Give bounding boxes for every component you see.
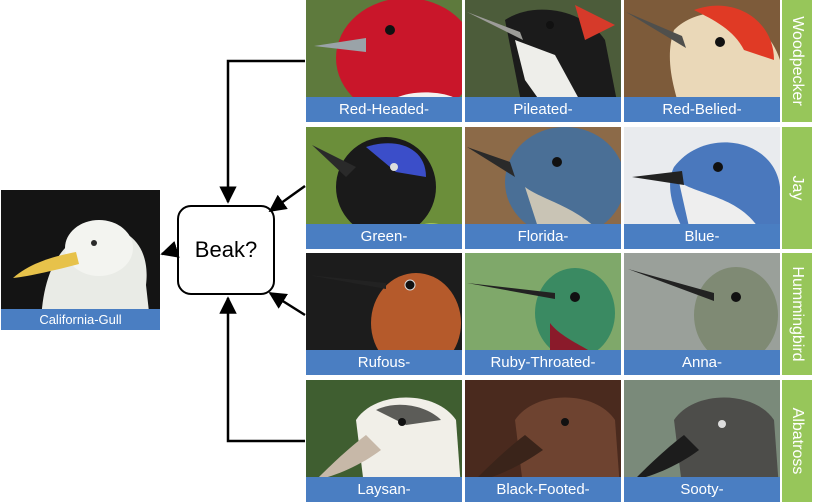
group-name: Woodpecker [789,16,806,106]
species-label: Sooty- [624,477,780,502]
query-label: California-Gull [1,309,160,330]
species-label: Red-Belied- [624,97,780,122]
species-label: Black-Footed- [465,477,621,502]
species-label: Pileated- [465,97,621,122]
species-label: Rufous- [306,350,462,375]
bird-sooty: Sooty- [624,380,780,502]
arrow-to-query [160,241,180,258]
species-label: Anna- [624,350,780,375]
arrow-woodpecker [219,59,305,204]
group-name: Jay [789,175,806,201]
species-label: Red-Headed- [306,97,462,122]
group-label-jay: Jay [782,127,812,249]
bird-anna: Anna- [624,253,780,375]
species-label: Blue- [624,224,780,249]
bird-red-belied: Red-Belied- [624,0,780,122]
species-label: Ruby-Throated- [465,350,621,375]
bird-green-jay: Green- [306,127,462,249]
decision-label: Beak? [194,237,258,262]
arrow-albatross [219,296,305,443]
bird-ruby-throated: Ruby-Throated- [465,253,621,375]
group-name: Albatross [789,407,806,475]
group-name: Hummingbird [789,266,806,362]
bird-red-headed: Red-Headed- [306,0,462,122]
group-label-hummingbird: Hummingbird [782,253,812,375]
species-label: Laysan- [306,477,462,502]
group-label-albatross: Albatross [782,380,812,502]
arrow-hummingbird [268,291,306,317]
query-image: California-Gull [1,190,160,330]
group-label-woodpecker: Woodpecker [782,0,812,122]
gull-photo [1,190,160,330]
bird-pileated: Pileated- [465,0,621,122]
bird-rufous: Rufous- [306,253,462,375]
bird-laysan: Laysan- [306,380,462,502]
bird-blue-jay: Blue- [624,127,780,249]
bird-florida-jay: Florida- [465,127,621,249]
species-label: Florida- [465,224,621,249]
species-label: Green- [306,224,462,249]
arrow-jay [268,184,306,213]
bird-black-footed: Black-Footed- [465,380,621,502]
